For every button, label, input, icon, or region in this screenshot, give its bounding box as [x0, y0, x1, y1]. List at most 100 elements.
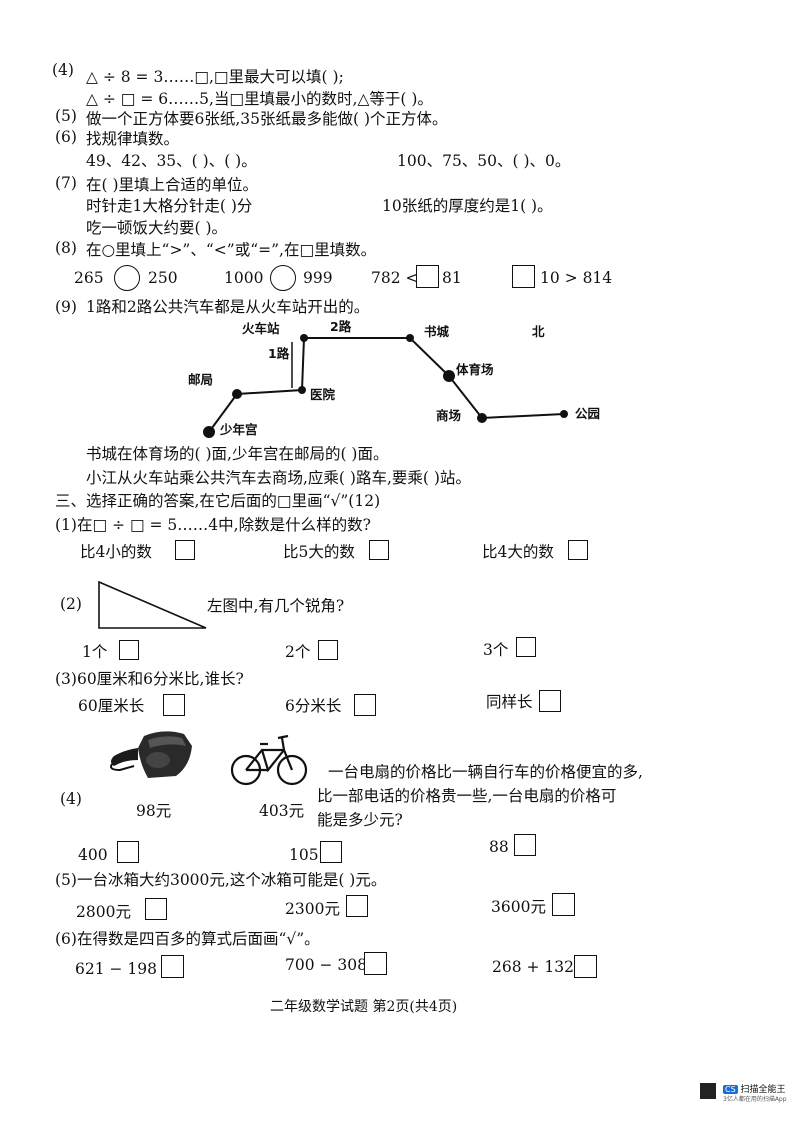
- s3-p1-box1[interactable]: [175, 540, 195, 560]
- q5-number: (5): [55, 107, 77, 125]
- s3-p5-option2: 2300元: [285, 900, 340, 918]
- s3-p3-box2[interactable]: [354, 694, 376, 716]
- s3-p1-box3[interactable]: [568, 540, 588, 560]
- bookstore-label: 书城: [424, 324, 450, 339]
- s3-p4-stem2: 比一部电话的价格贵一些,一台电扇的价格可: [317, 787, 617, 805]
- q6-sequence2: 100、75、50、( )、0。: [397, 152, 571, 170]
- q7-title: 在( )里填上合适的单位。: [86, 176, 259, 194]
- s3-p5-option1: 2800元: [76, 903, 131, 921]
- s3-p2-number: (2): [60, 595, 82, 613]
- s3-p4-stem3: 能是多少元?: [317, 811, 403, 829]
- q8-e2-left: 1000: [224, 269, 264, 287]
- park-dot: [560, 410, 568, 418]
- q9-title: 1路和2路公共汽车都是从火车站开出的。: [86, 298, 370, 316]
- train-station-dot: [300, 334, 308, 342]
- s3-p5-box3[interactable]: [552, 893, 575, 916]
- scanner-app-name: 扫描全能王: [740, 1085, 786, 1095]
- section3-title: 三、选择正确的答案,在它后面的□里画“√”(12): [55, 492, 381, 510]
- q6-number: (6): [55, 128, 77, 146]
- scanner-badge: CS: [723, 1085, 738, 1094]
- bike-price: 403元: [259, 802, 305, 820]
- hospital-label: 医院: [310, 387, 336, 402]
- s3-p3-box3[interactable]: [539, 690, 561, 712]
- q4-number: (4): [52, 61, 74, 79]
- bus-route-map: 火车站 2路 书城 北 1路 邮局 医院 体育场 商场 公园 少年宫: [188, 319, 600, 438]
- s3-p2-option3: 3个: [483, 641, 509, 659]
- q9-line1: 书城在体育场的( )面,少年宫在邮局的( )面。: [86, 445, 389, 463]
- mall-label: 商场: [436, 408, 461, 423]
- q7-item-a: 时针走1大格分针走( )分: [86, 197, 253, 215]
- stadium-label: 体育场: [456, 362, 494, 377]
- s3-p6-box2[interactable]: [364, 952, 387, 975]
- q4-line2: △ ÷ □ = 6……5,当□里填最小的数时,△等于( )。: [86, 90, 433, 108]
- s3-p4-box1[interactable]: [117, 841, 139, 863]
- s3-p4-box3[interactable]: [514, 834, 536, 856]
- q8-e3-left: 782 <: [371, 269, 419, 287]
- mall-dot: [477, 413, 487, 423]
- s3-p2-box1[interactable]: [119, 640, 139, 660]
- s3-p3-option1: 60厘米长: [78, 697, 145, 715]
- s3-p6-box1[interactable]: [161, 955, 184, 978]
- s3-p4-option2: 105: [289, 846, 319, 864]
- youth-palace-dot: [203, 426, 215, 438]
- s3-p4-number: (4): [60, 790, 82, 808]
- q5-text: 做一个正方体要6张纸,35张纸最多能做( )个正方体。: [86, 110, 448, 128]
- s3-p4-option3: 88: [489, 838, 509, 856]
- qr-code-icon: [697, 1080, 719, 1102]
- s3-p6-stem: (6)在得数是四百多的算式后面画“√”。: [55, 930, 320, 948]
- q7-number: (7): [55, 174, 77, 192]
- s3-p2-box2[interactable]: [318, 640, 338, 660]
- scanner-watermark: CS 扫描全能王: [723, 1082, 786, 1095]
- train-station-label: 火车站: [242, 321, 280, 336]
- q8-e4-box[interactable]: [512, 265, 535, 288]
- s3-p4-option1: 400: [78, 846, 108, 864]
- q8-e3-box[interactable]: [416, 265, 439, 288]
- park-label: 公园: [575, 406, 600, 421]
- telephone-image: [110, 731, 192, 778]
- s3-p5-stem: (5)一台冰箱大约3000元,这个冰箱可能是( )元。: [55, 871, 387, 889]
- route2-label: 2路: [330, 319, 352, 334]
- s3-p1-stem: (1)在□ ÷ □ = 5……4中,除数是什么样的数?: [55, 516, 371, 534]
- s3-p4-stem1: 一台电扇的价格比一辆自行车的价格便宜的多,: [328, 763, 643, 781]
- stadium-dot: [443, 370, 455, 382]
- s3-p5-box2[interactable]: [346, 895, 368, 917]
- bookstore-dot: [406, 334, 414, 342]
- post-office-dot: [232, 389, 242, 399]
- youth-palace-label: 少年宫: [219, 422, 258, 437]
- s3-p1-option1: 比4小的数: [80, 543, 152, 561]
- s3-p5-box1[interactable]: [145, 898, 167, 920]
- s3-p3-option3: 同样长: [486, 693, 533, 711]
- q8-e2-circle[interactable]: [270, 265, 296, 291]
- q8-e1-circle[interactable]: [114, 265, 140, 291]
- q7-item-c: 吃一顿饭大约要( )。: [86, 219, 228, 237]
- q8-e4-right: 10 > 814: [540, 269, 613, 287]
- s3-p3-box1[interactable]: [163, 694, 185, 716]
- page-footer: 二年级数学试题 第2页(共4页): [270, 999, 458, 1015]
- bicycle-image: [230, 734, 308, 786]
- s3-p2-option1: 1个: [82, 643, 108, 661]
- s3-p4-box2[interactable]: [320, 841, 342, 863]
- s3-p6-option2: 700 − 308: [285, 956, 368, 974]
- right-triangle-figure: [98, 580, 207, 629]
- route1-label: 1路: [268, 346, 290, 361]
- s3-p1-option2: 比5大的数: [283, 543, 355, 561]
- q8-e1-right: 250: [148, 269, 178, 287]
- s3-p3-stem: (3)60厘米和6分米比,谁长?: [55, 670, 244, 688]
- s3-p6-box3[interactable]: [574, 955, 597, 978]
- phone-price: 98元: [136, 802, 172, 820]
- q8-number: (8): [55, 239, 77, 257]
- q8-e3-right: 81: [442, 269, 462, 287]
- q4-line1: △ ÷ 8 = 3……□,□里最大可以填( );: [86, 68, 344, 86]
- q6-sequence1: 49、42、35、( )、( )。: [86, 152, 257, 170]
- q8-e2-right: 999: [303, 269, 333, 287]
- scanner-tagline: 3亿人都在用的扫描App: [723, 1096, 787, 1103]
- north-label: 北: [532, 324, 545, 339]
- hospital-dot: [298, 386, 306, 394]
- q6-title: 找规律填数。: [86, 130, 180, 148]
- post-office-label: 邮局: [188, 372, 213, 387]
- s3-p5-option3: 3600元: [491, 898, 546, 916]
- s3-p2-stem: 左图中,有几个锐角?: [207, 597, 345, 615]
- s3-p1-box2[interactable]: [369, 540, 389, 560]
- q8-e1-left: 265: [74, 269, 104, 287]
- s3-p2-box3[interactable]: [516, 637, 536, 657]
